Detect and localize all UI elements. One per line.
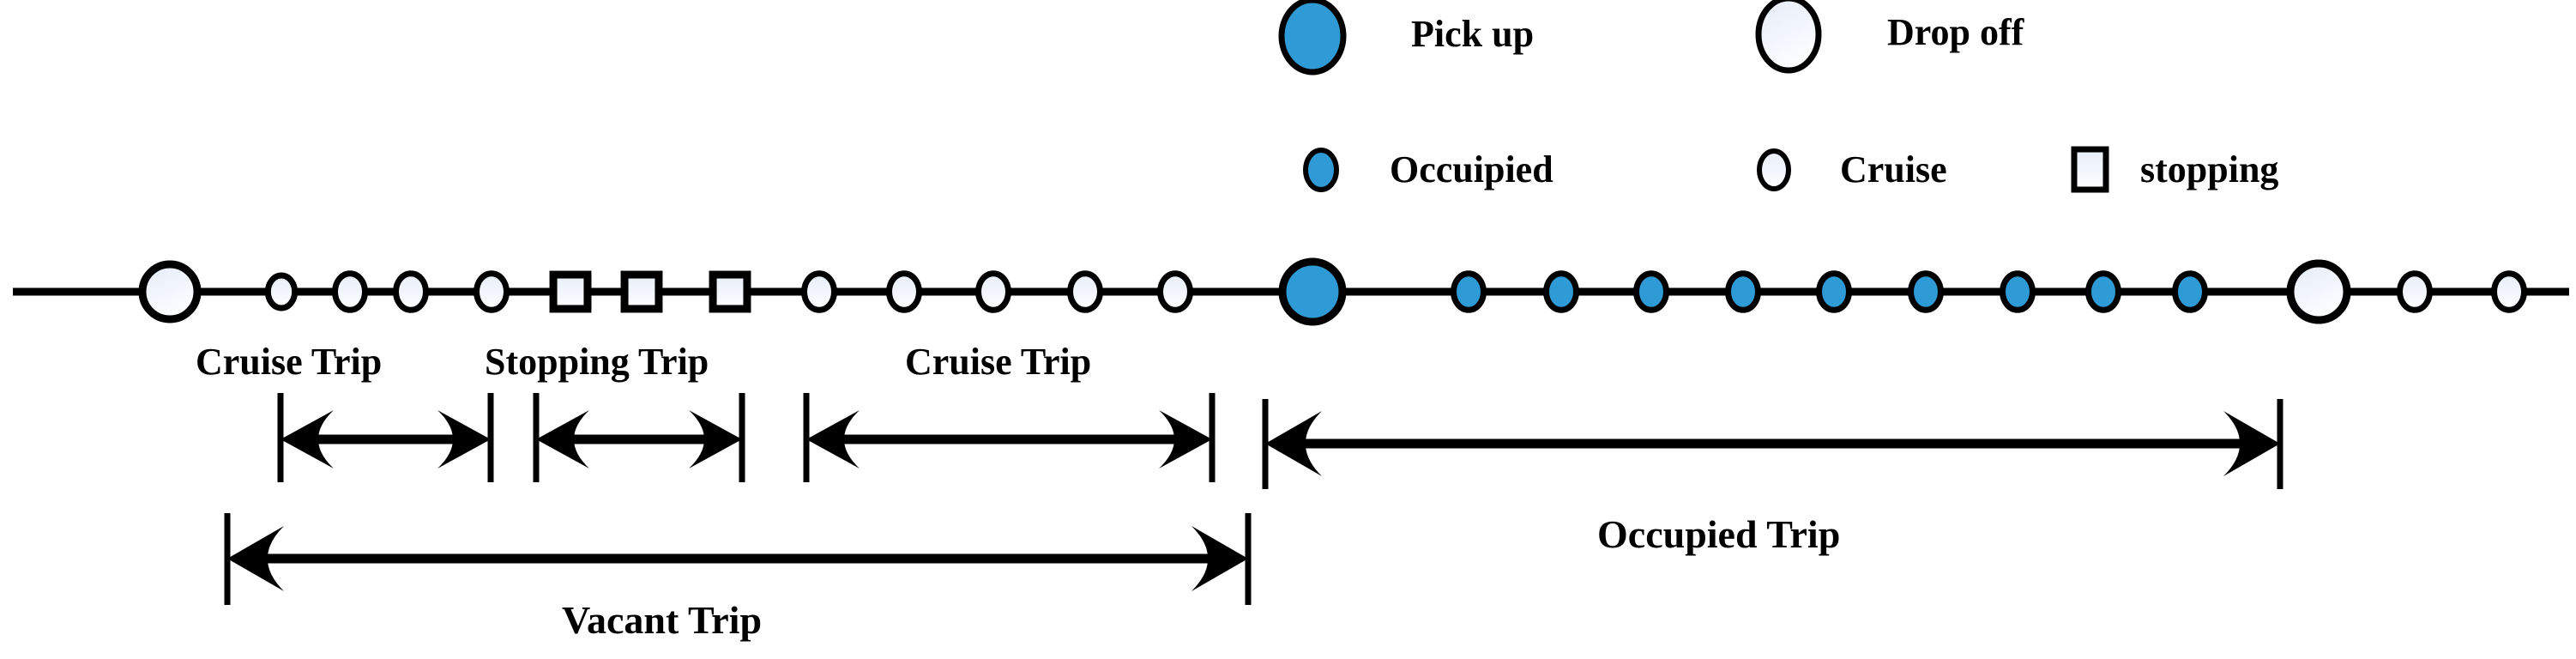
- timeline-node-occupied-18[interactable]: [1816, 270, 1852, 313]
- arrowhead: [536, 410, 589, 469]
- arrowhead: [2223, 411, 2280, 476]
- timeline-node-occupied-15[interactable]: [1543, 270, 1579, 313]
- span-arrow-vacant-trip: [227, 526, 1248, 591]
- span-label-stopping-trip: Stopping Trip: [485, 341, 709, 383]
- timeline-node-stopping-6[interactable]: [620, 270, 663, 313]
- timeline-node-drop-off-23[interactable]: [2286, 259, 2351, 324]
- timeline-node-cruise-10[interactable]: [975, 270, 1011, 313]
- arrowhead: [1159, 410, 1212, 469]
- timeline-node-occupied-17[interactable]: [1725, 270, 1761, 313]
- span-arrows-group: [224, 393, 2283, 605]
- legend-shapes-group: [1278, 0, 2109, 193]
- timeline-node-occupied-21[interactable]: [2085, 270, 2121, 313]
- legend-marker-stopping: [2071, 146, 2109, 193]
- timeline-node-cruise-24[interactable]: [2397, 270, 2433, 313]
- legend-marker-drop-off: [1755, 0, 1822, 74]
- span-arrow-cruise-trip-1: [281, 410, 491, 469]
- timeline-node-cruise-11[interactable]: [1067, 270, 1103, 313]
- timeline-node-occupied-22[interactable]: [2172, 270, 2208, 313]
- arrowhead: [227, 526, 284, 591]
- span-label-cruise-trip-1: Cruise Trip: [196, 341, 383, 383]
- arrowhead: [806, 410, 860, 469]
- span-label-vacant-trip: Vacant Trip: [562, 598, 763, 642]
- timeline-node-drop-off-0[interactable]: [138, 260, 202, 323]
- timeline-node-pick-up-13[interactable]: [1278, 257, 1347, 326]
- arrowhead: [437, 410, 491, 469]
- legend-label-pick-up: Pick up: [1411, 13, 1535, 55]
- timeline-node-cruise-3[interactable]: [393, 270, 429, 313]
- timeline-node-occupied-19[interactable]: [1908, 270, 1944, 313]
- timeline-node-cruise-1[interactable]: [264, 272, 299, 311]
- arrowhead: [689, 410, 742, 469]
- legend-marker-cruise: [1757, 148, 1791, 191]
- timeline-node-occupied-20[interactable]: [2000, 270, 2036, 313]
- timeline-node-cruise-25[interactable]: [2491, 270, 2527, 313]
- legend-label-cruise: Cruise: [1840, 148, 1947, 190]
- legend-marker-occupied: [1303, 148, 1339, 192]
- legend-marker-pick-up: [1278, 0, 1347, 76]
- arrowhead: [1265, 411, 1322, 476]
- legend-label-stopping: stopping: [2140, 148, 2279, 190]
- timeline-node-cruise-4[interactable]: [474, 270, 510, 313]
- timeline-node-cruise-8[interactable]: [801, 270, 837, 313]
- timeline-node-cruise-9[interactable]: [886, 270, 922, 313]
- legend-label-occupied: Occuipied: [1390, 148, 1553, 190]
- arrowhead: [281, 410, 334, 469]
- arrowhead: [1191, 526, 1248, 591]
- timeline-node-stopping-5[interactable]: [549, 270, 592, 313]
- span-arrow-occupied-trip: [1265, 411, 2280, 476]
- timeline-node-occupied-14[interactable]: [1451, 270, 1487, 313]
- timeline-node-cruise-2[interactable]: [332, 270, 368, 313]
- timeline-node-cruise-12[interactable]: [1157, 270, 1193, 313]
- span-label-occupied-trip: Occupied Trip: [1597, 512, 1841, 556]
- legend-label-drop-off: Drop off: [1887, 11, 2024, 53]
- timeline-node-occupied-16[interactable]: [1633, 270, 1669, 313]
- timeline-node-stopping-7[interactable]: [709, 270, 751, 313]
- span-label-cruise-trip-2: Cruise Trip: [905, 341, 1092, 383]
- span-arrow-cruise-trip-2: [806, 410, 1212, 469]
- timeline-nodes-group: [138, 257, 2527, 326]
- span-arrow-stopping-trip: [536, 410, 742, 469]
